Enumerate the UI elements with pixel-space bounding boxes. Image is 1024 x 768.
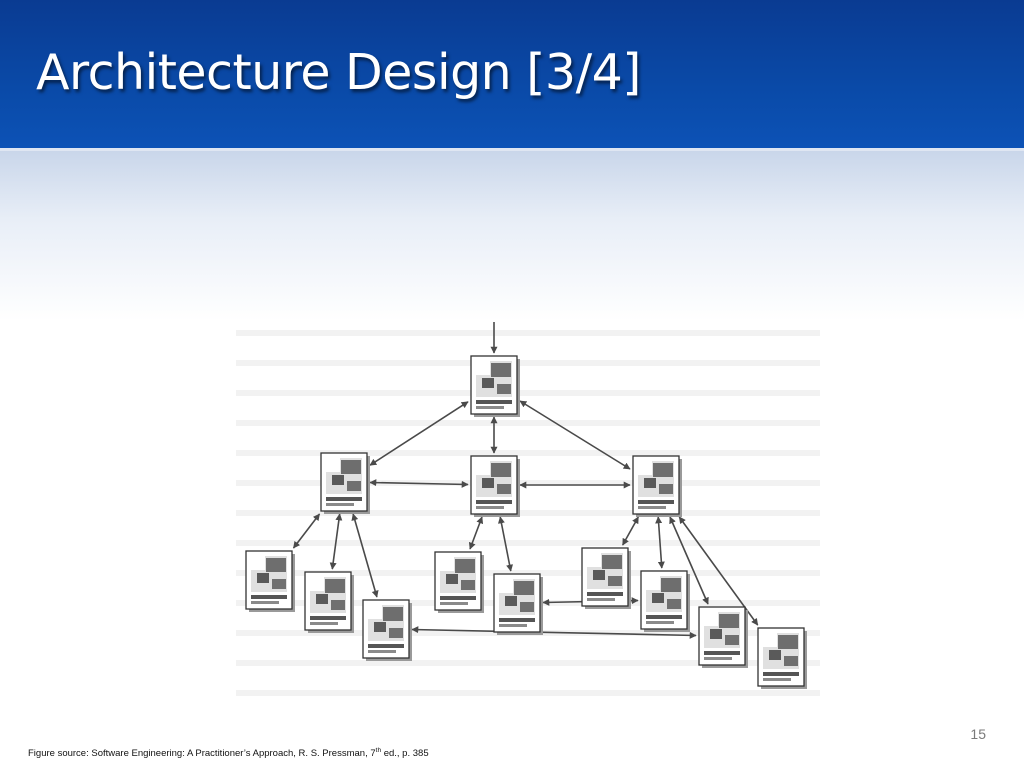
node-center-leaf-2 <box>493 573 543 635</box>
edge-left-center <box>369 479 469 488</box>
slide-number: 15 <box>970 726 986 742</box>
edge-center-center-leaf-1 <box>468 516 484 550</box>
node-left-leaf-3 <box>362 599 412 661</box>
architecture-diagram <box>236 318 820 702</box>
edge-left-leaf-3-right-leaf-3 <box>411 626 697 639</box>
title-bar: Architecture Design [3/4] <box>0 0 1024 151</box>
node-left-leaf-1 <box>245 550 295 612</box>
node-right-leaf-2 <box>640 570 690 632</box>
figure-source: Figure source: Software Engineering: A P… <box>28 747 429 759</box>
edge-left-left-leaf-2 <box>329 513 343 570</box>
node-right-leaf-3 <box>698 606 748 668</box>
node-right <box>632 455 682 517</box>
node-center <box>470 455 520 517</box>
node-right-leaf-1 <box>581 547 631 609</box>
node-center-leaf-1 <box>434 551 484 613</box>
header-glow <box>0 151 1024 321</box>
figure-source-superscript: th <box>375 747 382 754</box>
edge-left-left-leaf-1 <box>292 513 321 549</box>
node-root <box>470 355 520 417</box>
node-left-leaf-2 <box>304 571 354 633</box>
edge-center-center-leaf-2 <box>497 516 514 572</box>
edge-root-left <box>369 401 469 466</box>
edge-left-left-leaf-3 <box>351 513 379 598</box>
node-right-leaf-4 <box>757 627 807 689</box>
node-left <box>320 452 370 514</box>
nodes-layer <box>245 355 807 689</box>
edge-root-right <box>519 400 631 470</box>
edge-right-right-leaf-1 <box>622 516 639 546</box>
diagram-canvas <box>236 318 820 702</box>
figure-source-suffix: ed., p. 385 <box>381 748 429 760</box>
slide-title: Architecture Design [3/4] <box>36 44 641 101</box>
edges-layer <box>292 322 759 639</box>
edge-right-right-leaf-2 <box>655 516 665 569</box>
figure-source-text: Figure source: Software Engineering: A P… <box>28 748 376 760</box>
